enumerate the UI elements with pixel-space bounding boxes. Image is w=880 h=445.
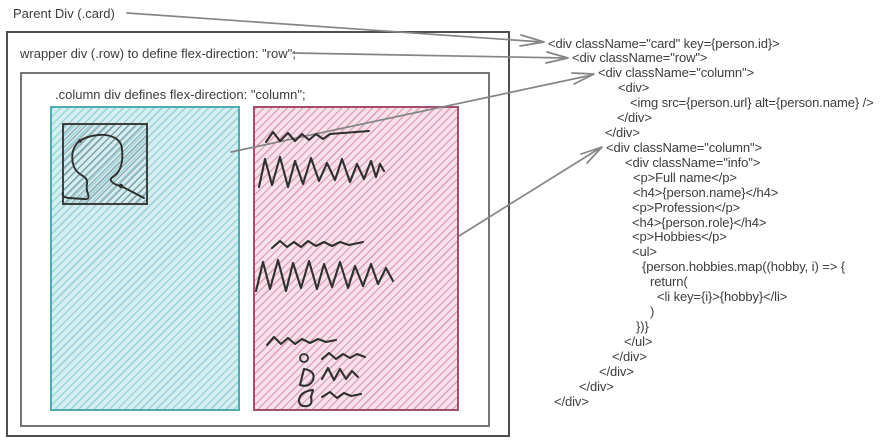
wrapper-row-label: wrapper div (.row) to define flex-direct… [20,46,296,61]
code-line: <div className="column"> [598,65,755,81]
code-line: <h4>{person.role}</h4> [632,214,767,230]
code-line: </div> [605,125,640,141]
code-line: <ul> [632,244,657,260]
code-line: {person.hobbies.map((hobby, i) => { [642,259,845,275]
code-line: <p>Profession</p> [632,199,741,215]
code-line: </div> [599,363,634,379]
code-line: <li key={i}>{hobby}</li> [657,289,788,305]
parent-card-label: Parent Div (.card) [13,6,115,21]
code-line: ) [650,304,655,320]
code-line: </div> [554,393,589,409]
code-line: <div> [618,80,650,96]
code-line: <p>Full name</p> [633,169,737,185]
code-line: <img src={person.url} alt={person.name} … [630,95,874,111]
code-line: </div> [612,348,647,364]
code-line: <p>Hobbies</p> [632,229,727,245]
code-line: return( [650,274,688,290]
code-line: <div className="info"> [625,154,761,170]
code-line: <h4>{person.name}</h4> [633,184,779,200]
row-div-outline [20,72,490,427]
code-line: <div className="card" key={person.id}> [548,35,780,51]
code-line: })} [636,318,649,334]
info-column [253,106,459,411]
code-line: </div> [617,110,652,126]
code-line: </div> [579,378,614,394]
code-line: <div className="row"> [572,50,708,66]
code-line: </ul> [624,333,653,349]
code-line: <div className="column"> [606,139,763,155]
